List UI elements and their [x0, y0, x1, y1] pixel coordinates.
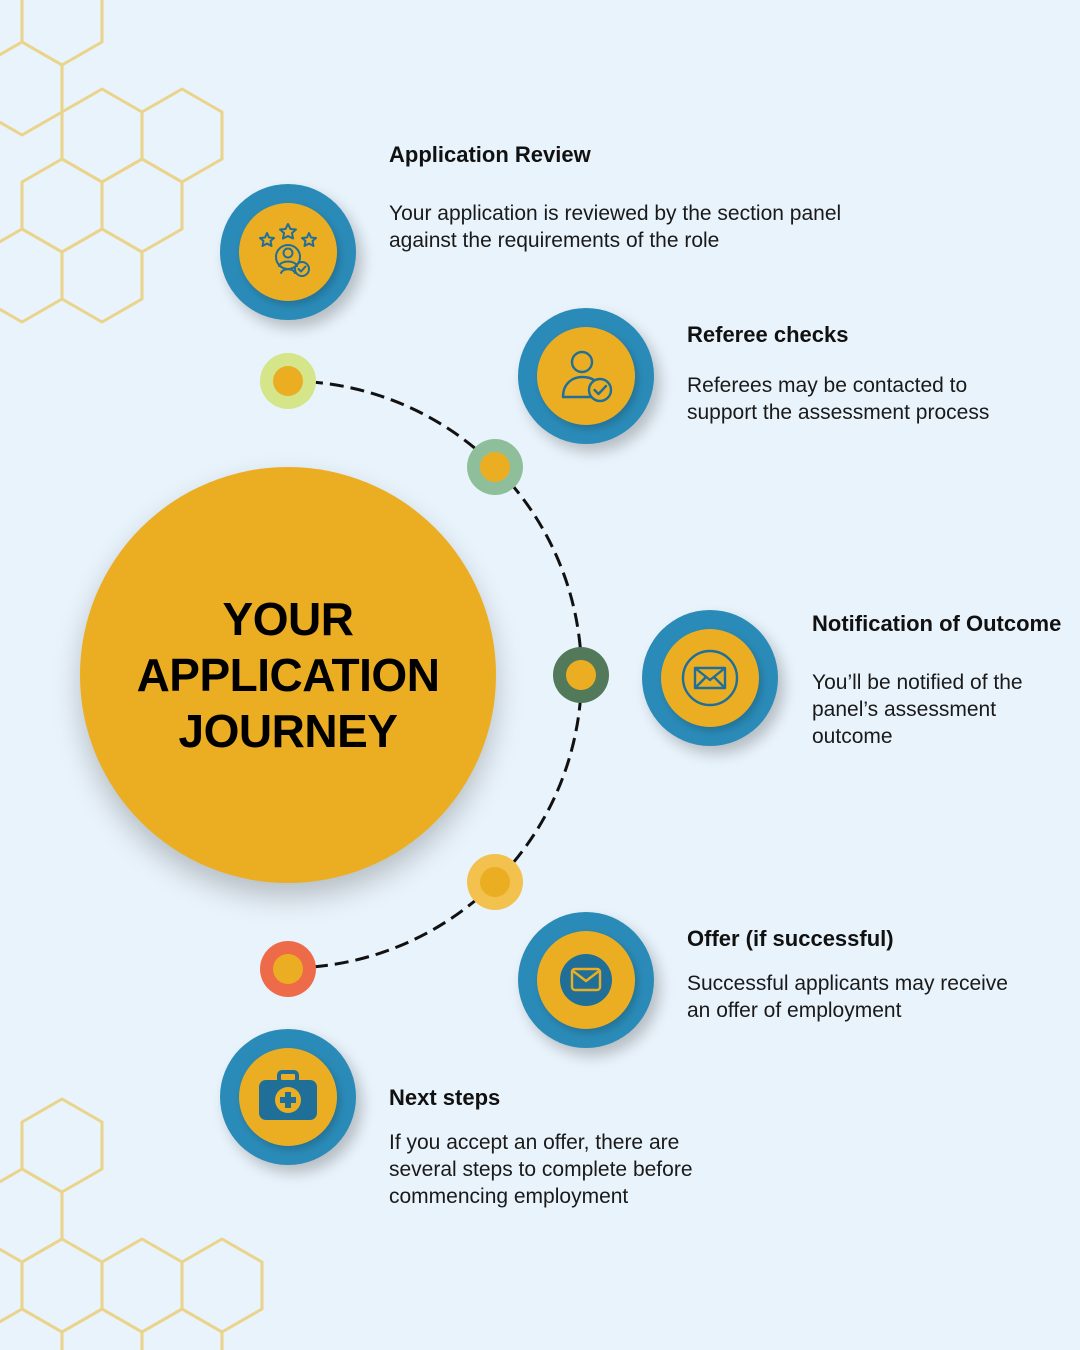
- user-check-icon: [561, 350, 613, 403]
- arc-dot-1: [260, 353, 316, 409]
- offer-badge: [518, 912, 654, 1048]
- arc-dot-2: [467, 439, 523, 495]
- step-title: Referee checks: [687, 322, 849, 347]
- title-line: APPLICATION: [136, 649, 440, 701]
- step-title: Notification of Outcome: [812, 611, 1062, 636]
- notification-badge: [642, 610, 778, 746]
- step-description: If you accept an offer, there are severa…: [389, 1131, 693, 1208]
- step-description: Referees may be contacted to support the…: [687, 374, 990, 424]
- step-description: Your application is reviewed by the sect…: [389, 202, 842, 252]
- title-line: YOUR: [222, 593, 354, 645]
- application-review-badge: [220, 184, 356, 320]
- title-line: JOURNEY: [178, 705, 398, 757]
- step-title: Application Review: [389, 142, 591, 167]
- page-title: YOUR APPLICATION JOURNEY: [108, 591, 468, 759]
- rating-person-icon: [259, 223, 317, 277]
- step-title: Offer (if successful): [687, 926, 894, 951]
- referee-checks-badge: [518, 308, 654, 444]
- arc-dot-4: [467, 854, 523, 910]
- next-steps-badge: [220, 1029, 356, 1165]
- arc-dot-5: [260, 941, 316, 997]
- step-description: You’ll be notified of the panel’s assess…: [812, 671, 1023, 748]
- step-title: Next steps: [389, 1085, 501, 1110]
- envelope-icon: [681, 649, 739, 707]
- mail-icon: [560, 954, 612, 1006]
- arc-dot-3: [553, 647, 609, 703]
- journey-title-circle: YOUR APPLICATION JOURNEY: [80, 467, 496, 883]
- step-description: Successful applicants may receive an off…: [687, 972, 1008, 1022]
- first-aid-kit-icon: [259, 1070, 317, 1120]
